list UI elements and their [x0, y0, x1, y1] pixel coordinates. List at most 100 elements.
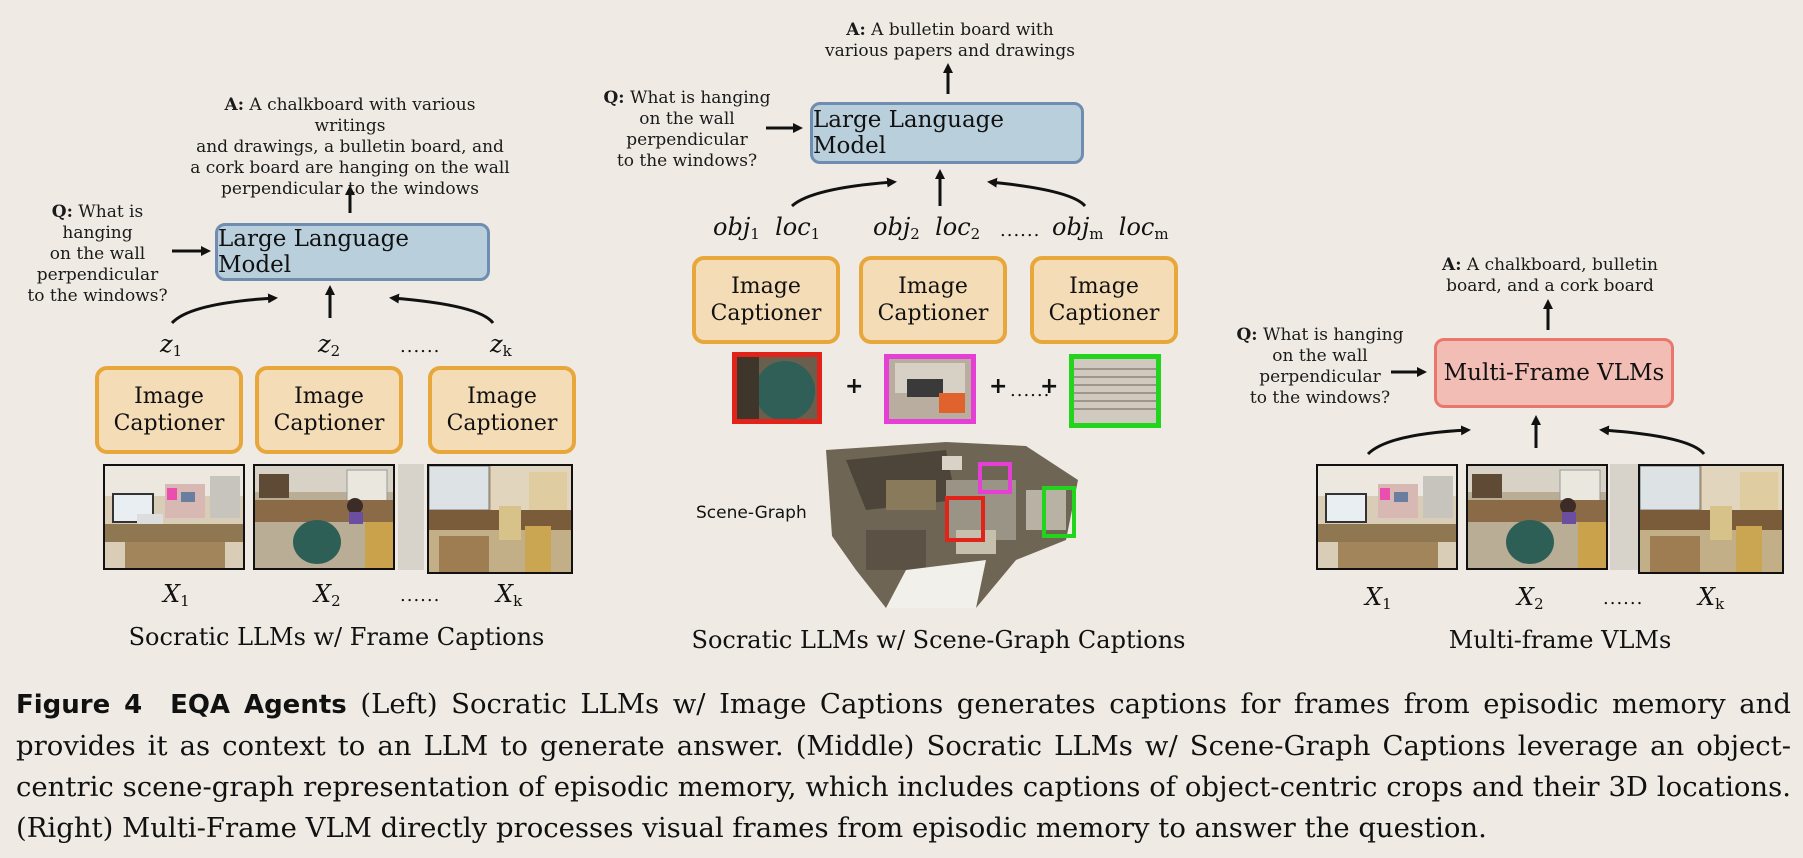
var-sub: 2: [1534, 595, 1544, 613]
left-x2-label: X2: [314, 580, 341, 610]
var-base: z: [318, 330, 331, 358]
var-sub: k: [1715, 595, 1725, 613]
left-z-ellipsis: ......: [400, 336, 441, 357]
middle-question-line: What is hanging: [629, 88, 771, 108]
middle-plus-1: +: [845, 374, 864, 399]
var-base: loc: [775, 213, 811, 241]
right-answer: A: A chalkboard, bulletin board, and a c…: [1430, 255, 1670, 297]
right-x2-label: X2: [1517, 583, 1544, 613]
right-x-ellipsis: ......: [1603, 588, 1644, 609]
right-xk-label: Xk: [1698, 583, 1724, 613]
var-sub: m: [1089, 225, 1104, 243]
var-sub: 1: [750, 225, 760, 243]
captioner-line: Image: [1069, 274, 1139, 299]
var-base: loc: [935, 213, 971, 241]
left-z1-arrow: [170, 293, 278, 325]
scene-graph-magenta-box: [978, 462, 1012, 494]
left-question-prefix: Q:: [51, 202, 73, 222]
left-question-line: perpendicular: [36, 265, 159, 285]
right-question-line: to the windows?: [1249, 388, 1391, 408]
middle-question-line: to the windows?: [616, 151, 758, 171]
middle-obj-ellipsis: ......: [1000, 220, 1041, 241]
middle-plus-3: +: [1040, 374, 1059, 399]
captioner-line: Captioner: [877, 301, 989, 326]
captioner-line: Image: [731, 274, 801, 299]
var-base: loc: [1118, 213, 1155, 241]
var-base: obj: [873, 213, 911, 241]
scene-graph-label: Scene-Graph: [696, 503, 807, 523]
middle-crop-m-image: [1069, 354, 1161, 428]
var-sub: 1: [810, 225, 821, 243]
left-answer: A: A chalkboard with various writings an…: [190, 95, 510, 200]
left-question: Q: What is hanging on the wall perpendic…: [15, 202, 180, 307]
captioner-line: Captioner: [710, 301, 822, 326]
left-frame-2-image: [253, 464, 395, 570]
right-frame-2-image: [1466, 464, 1608, 570]
right-question-line: perpendicular: [1259, 367, 1381, 387]
left-zk-arrow: [389, 293, 495, 324]
left-x-ellipsis: ......: [400, 585, 441, 606]
left-frame-gap: [398, 464, 424, 570]
left-section-title: Socratic LLMs w/ Frame Captions: [128, 623, 545, 651]
right-answer-line: board, and a cork board: [1446, 276, 1654, 296]
var-base: z: [490, 330, 503, 358]
right-question-line: What is hanging: [1262, 325, 1404, 345]
var-sub: k: [502, 342, 512, 360]
right-question-prefix: Q:: [1236, 325, 1258, 345]
middle-section-title: Socratic LLMs w/ Scene-Graph Captions: [691, 626, 1186, 654]
middle-obj1-arrow: [790, 177, 897, 208]
middle-obj1-label: obj1 loc1: [713, 213, 820, 243]
captioner-line: Image: [134, 384, 204, 409]
left-answer-line: A chalkboard with various writings: [249, 95, 476, 136]
left-frame-1-image: [103, 464, 245, 570]
right-answer-prefix: A:: [1442, 255, 1462, 275]
middle-question-line: on the wall: [639, 109, 735, 129]
right-frame-gap: [1610, 464, 1638, 570]
middle-answer: A: A bulletin board with various papers …: [800, 20, 1100, 62]
var-base: X: [1517, 583, 1535, 611]
middle-crop-1-image: [732, 352, 822, 424]
middle-obj2-label: obj2 loc2: [873, 213, 980, 243]
right-question-line: on the wall: [1272, 346, 1368, 366]
middle-answer-line: A bulletin board with: [871, 20, 1054, 40]
captioner-line: Captioner: [113, 411, 225, 436]
var-base: X: [496, 580, 514, 608]
captioner-line: Image: [898, 274, 968, 299]
left-llm-box: Large Language Model: [215, 223, 490, 281]
var-sub: 2: [331, 592, 341, 610]
var-sub: 2: [910, 225, 920, 243]
right-question: Q: What is hanging on the wall perpendic…: [1236, 325, 1404, 409]
middle-plus-2: +: [989, 374, 1008, 399]
middle-crop-ellipsis: ......: [1010, 380, 1051, 401]
scene-graph-red-box: [945, 496, 985, 542]
left-answer-line: a cork board are hanging on the wall: [190, 158, 510, 178]
left-z1-label: z1: [160, 330, 182, 360]
left-question-line: What is hanging: [62, 202, 144, 243]
middle-question-prefix: Q:: [603, 88, 625, 108]
right-x1-arrow: [1366, 425, 1471, 456]
middle-llm-box: Large Language Model: [810, 102, 1084, 164]
figure-caption-text: (Left) Socratic LLMs w/ Image Captions g…: [16, 688, 1791, 844]
left-zk-label: zk: [490, 330, 512, 360]
middle-objm-arrow: [987, 177, 1087, 208]
left-question-line: on the wall: [49, 244, 146, 264]
left-x1-label: X1: [163, 580, 190, 610]
var-base: obj: [713, 213, 751, 241]
captioner-line: Captioner: [446, 411, 558, 436]
var-base: X: [1365, 583, 1383, 611]
var-base: obj: [1052, 213, 1090, 241]
right-x1-label: X1: [1365, 583, 1392, 613]
var-sub: 2: [330, 342, 341, 360]
var-base: X: [314, 580, 332, 608]
left-question-line: to the windows?: [27, 286, 168, 306]
left-answer-line: perpendicular to the windows: [221, 179, 479, 199]
right-xk-arrow: [1599, 425, 1706, 456]
var-base: X: [163, 580, 181, 608]
